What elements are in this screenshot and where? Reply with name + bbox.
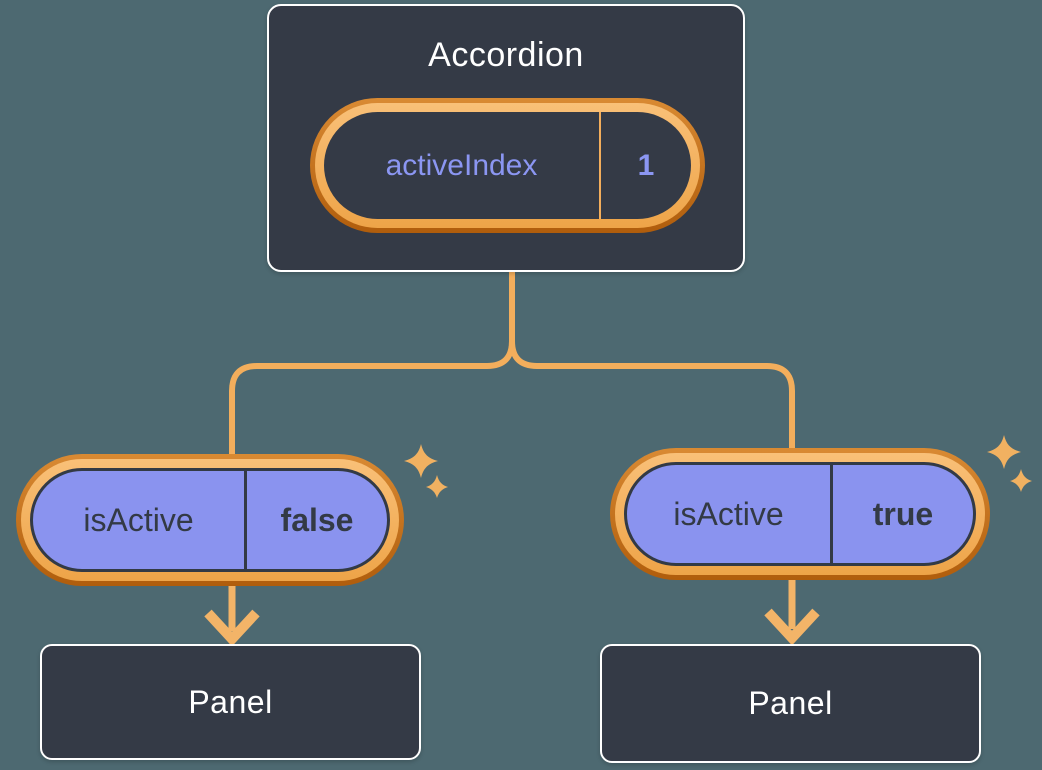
panel-label: Panel (748, 685, 833, 721)
state-name: activeIndex (385, 148, 538, 182)
sparkles-icon (404, 444, 448, 498)
connector-right-branch (509, 340, 795, 448)
sparkles-icon (987, 435, 1032, 492)
state-pill: activeIndex 1 (310, 98, 705, 233)
panel-node-right: Panel (600, 644, 981, 763)
accordion-title: Accordion (428, 36, 584, 74)
prop-pill-left: isActive false (16, 454, 404, 586)
arrow-down-icon (204, 586, 260, 647)
state-value: 1 (599, 112, 691, 219)
panel-node-left: Panel (40, 644, 421, 760)
prop-name: isActive (83, 501, 194, 538)
prop-name: isActive (673, 495, 784, 532)
arrow-down-icon (764, 580, 820, 646)
prop-value: true (830, 465, 973, 563)
panel-label: Panel (188, 683, 273, 720)
state-pill-ring: activeIndex 1 (315, 103, 700, 228)
prop-pill-ring: isActive false (21, 459, 399, 581)
connector-left-branch (229, 272, 515, 454)
prop-value: false (244, 471, 387, 569)
prop-pill-right: isActive true (610, 448, 990, 580)
prop-pill-ring: isActive true (615, 453, 985, 575)
